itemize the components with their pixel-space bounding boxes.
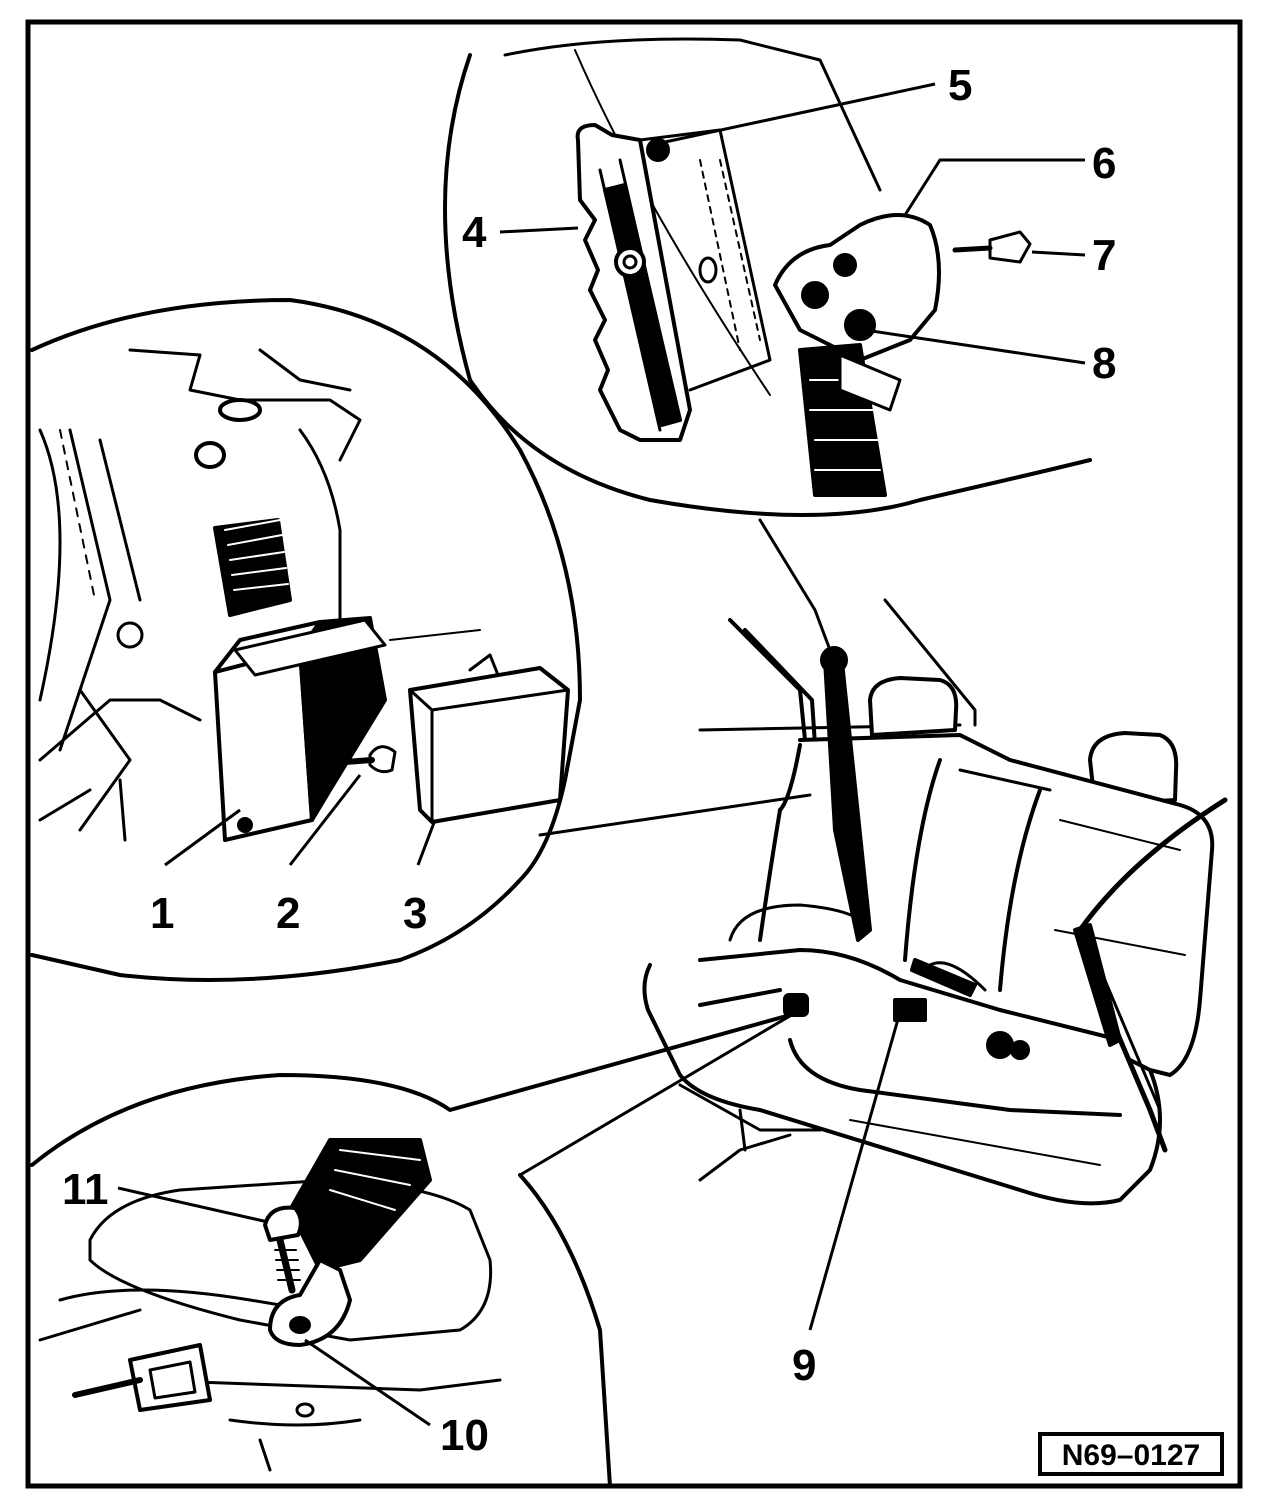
leader-line-5 [664,82,936,144]
leader-line-7 [1031,250,1086,257]
callout-9: 9 [792,1341,816,1390]
leader-line-6 [903,158,1085,216]
leader-line-2 [288,774,362,866]
callout-2: 2 [276,889,300,938]
leader-line-1 [164,808,241,867]
upper-anchor-detail [443,37,1092,652]
callout-11: 11 [62,1165,109,1214]
leader-line-10 [304,1338,431,1427]
leader-line-8 [864,328,1086,365]
callout-numbers: 1 2 3 4 5 6 7 8 9 10 11 [62,61,1116,1460]
lower-anchor-detail [30,1008,802,1488]
leader-lines [117,82,1086,1427]
callout-6: 6 [1092,139,1116,188]
callout-8: 8 [1092,339,1116,388]
callout-10: 10 [440,1411,489,1460]
leader-line-3 [416,819,437,866]
leader-line-11 [117,1186,269,1224]
callout-4: 4 [462,208,487,257]
leader-line-4 [499,226,579,234]
callout-3: 3 [403,889,427,938]
reference-code-box: N69–0127 [1038,1432,1224,1476]
callout-7: 7 [1092,231,1116,280]
leader-line-9 [808,1011,902,1331]
callout-1: 1 [150,889,174,938]
callout-5: 5 [948,61,972,110]
reference-code: N69–0127 [1062,1439,1200,1472]
retractor-detail [30,298,812,982]
